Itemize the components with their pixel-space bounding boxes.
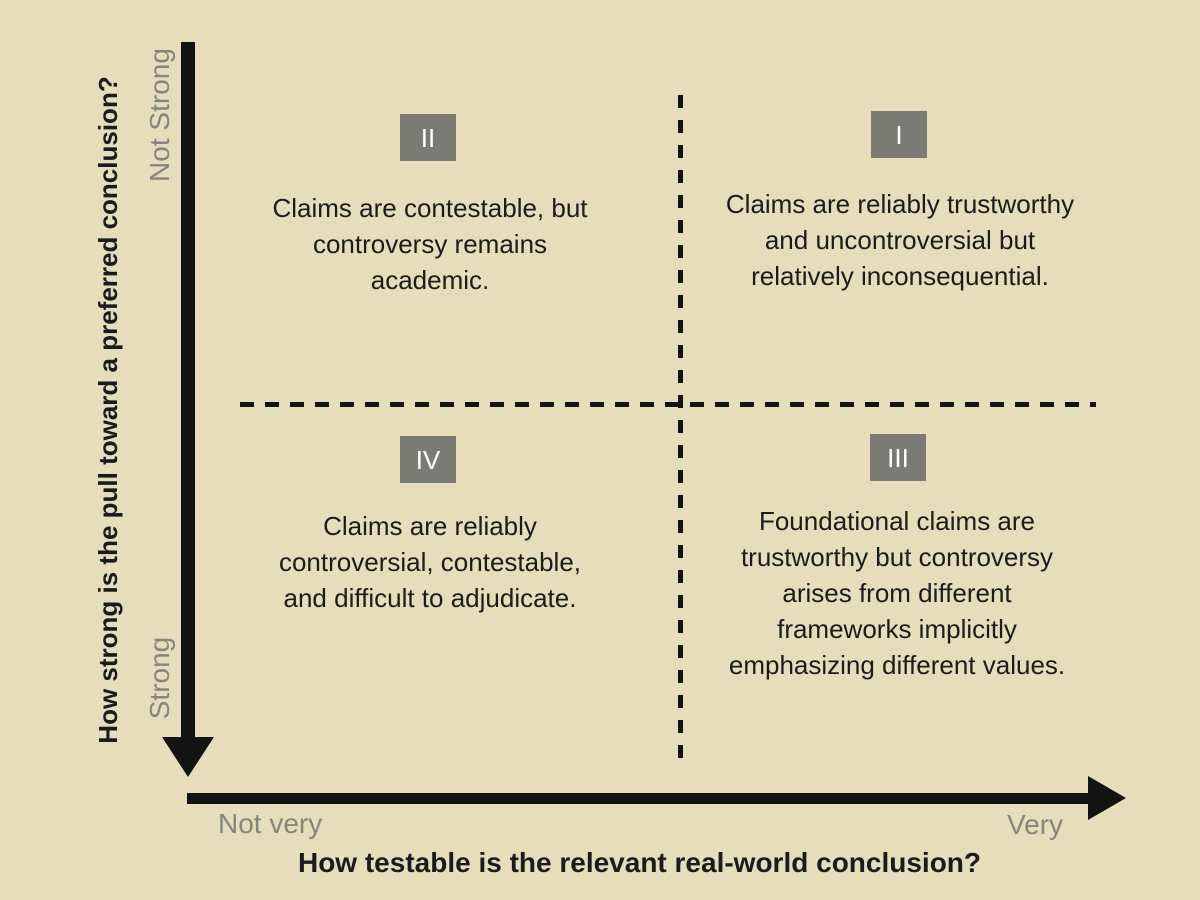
y-axis-line	[181, 42, 195, 737]
quadrant-3-badge: III	[870, 434, 926, 481]
quadrant-4-numeral: IV	[415, 444, 441, 475]
quadrant-1-text: Claims are reliably trustworthy and unco…	[725, 189, 1075, 291]
quadrant-3-numeral: III	[887, 442, 909, 473]
quadrant-2-badge: II	[400, 114, 456, 161]
x-axis-title: How testable is the relevant real-world …	[297, 847, 982, 878]
y-axis-top-label: Not Strong	[144, 48, 175, 182]
quadrant-1-numeral: I	[895, 119, 903, 150]
x-axis-line	[187, 793, 1088, 804]
quadrant-3-text: Foundational claims are trustworthy but …	[728, 506, 1066, 680]
y-axis-arrowhead-icon	[162, 737, 214, 777]
quadrant-2-numeral: II	[420, 122, 436, 153]
quadrant-1-badge: I	[871, 111, 927, 158]
quadrant-2-text: Claims are contestable, but controversy …	[272, 193, 588, 295]
x-axis-left-label: Not very	[218, 808, 323, 839]
horizontal-divider-dashed-line	[240, 402, 1096, 407]
x-axis-arrowhead-icon	[1088, 776, 1126, 820]
vertical-divider-dashed-line	[678, 95, 683, 758]
quadrant-4-badge: IV	[400, 436, 456, 483]
quadrant-4-text: Claims are reliably controversial, conte…	[278, 511, 582, 613]
y-axis-bottom-label: Strong	[144, 636, 175, 720]
x-axis-right-label: Very	[1007, 809, 1064, 840]
y-axis-title: How strong is the pull toward a preferre…	[93, 76, 123, 744]
